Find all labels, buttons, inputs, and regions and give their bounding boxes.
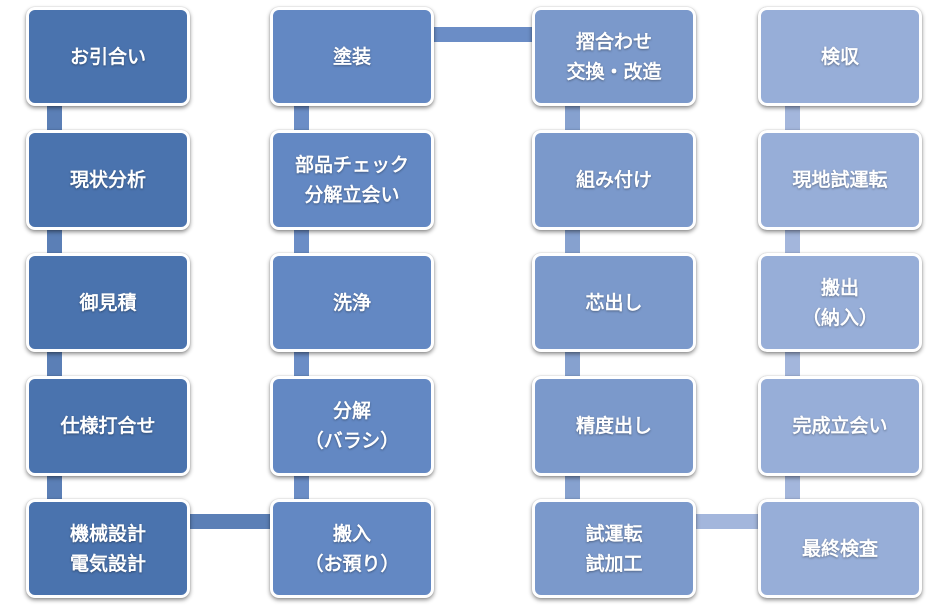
connector-col3-3-4: [565, 350, 580, 384]
connector-col4-4-5: [785, 474, 800, 506]
step-label: 完成立会い: [792, 415, 888, 437]
step-label: 部品チェック 分解立会い: [294, 154, 409, 206]
step-centering: 芯出し: [532, 253, 696, 352]
connector-col1-1-2: [47, 104, 62, 138]
connector-col2-1-2: [294, 104, 309, 138]
connector-col3-2-3: [565, 228, 580, 260]
step-cleaning: 洗浄: [270, 253, 434, 352]
connector-col2-3-4: [294, 350, 309, 384]
step-disassembly: 分解 （バラシ）: [270, 376, 434, 476]
step-inquiry: お引合い: [26, 7, 190, 106]
connector-col1-2-3: [47, 228, 62, 260]
step-fitting-replace: 摺合わせ 交換・改造: [532, 7, 696, 106]
step-label: 検収: [820, 45, 859, 68]
step-label: 芯出し: [585, 291, 643, 314]
connector-col1-3-4: [47, 350, 62, 384]
step-label: 摺合わせ 交換・改造: [566, 30, 662, 83]
step-label: 搬入 （お預り）: [304, 522, 400, 575]
step-label: 御見積: [79, 291, 137, 314]
step-label: 現状分析: [69, 169, 146, 191]
step-label: お引合い: [69, 45, 146, 68]
step-assembly: 組み付け: [532, 130, 696, 230]
step-label: 洗浄: [332, 291, 371, 314]
step-completion-witness: 完成立会い: [758, 376, 922, 476]
step-label: 精度出し: [575, 415, 652, 437]
connector-col3-1-2: [565, 104, 580, 138]
step-label: 機械設計 電気設計: [69, 522, 146, 575]
step-spec-meeting: 仕様打合せ: [26, 376, 190, 476]
connector-col4-2-3: [785, 228, 800, 260]
connector-col1-4-5: [47, 474, 62, 506]
step-test-run: 試運転 試加工: [532, 499, 696, 598]
step-carry-in: 搬入 （お預り）: [270, 499, 434, 598]
step-carry-out: 搬出 （納入）: [758, 253, 922, 352]
step-parts-check: 部品チェック 分解立会い: [270, 130, 434, 230]
connector-col4-3-4: [785, 350, 800, 384]
step-label: 最終検査: [801, 537, 878, 560]
step-label: 現地試運転: [792, 169, 888, 191]
connector-col4-1-2: [785, 104, 800, 138]
connector-col3-4-5: [565, 474, 580, 506]
step-quotation: 御見積: [26, 253, 190, 352]
step-final-inspection: 最終検査: [758, 499, 922, 598]
step-label: 試運転 試加工: [585, 522, 643, 575]
step-precision: 精度出し: [532, 376, 696, 476]
connector-col3-col4: [695, 514, 763, 529]
step-mech-elec-design: 機械設計 電気設計: [26, 499, 190, 598]
step-painting: 塗装: [270, 7, 434, 106]
connector-col2-2-3: [294, 228, 309, 260]
connector-col2-col3: [432, 27, 538, 42]
step-acceptance: 検収: [758, 7, 922, 106]
step-label: 塗装: [332, 45, 371, 68]
connector-col2-4-5: [294, 474, 309, 506]
step-label: 分解 （バラシ）: [304, 400, 400, 452]
step-label: 組み付け: [575, 169, 652, 191]
step-label: 搬出 （納入）: [801, 276, 878, 329]
step-label: 仕様打合せ: [60, 415, 156, 437]
connector-col1-col2: [188, 514, 274, 529]
step-onsite-test-run: 現地試運転: [758, 130, 922, 230]
step-current-analysis: 現状分析: [26, 130, 190, 230]
